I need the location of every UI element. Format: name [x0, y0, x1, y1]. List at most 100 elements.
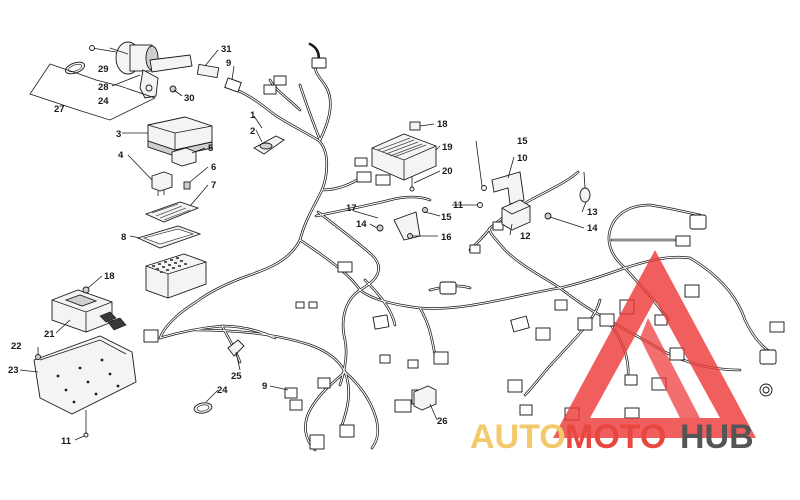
callout-1: 1: [250, 110, 256, 121]
callout-9-top: 9: [226, 58, 231, 69]
connector-plug: [311, 57, 327, 69]
callout-4: 4: [118, 150, 124, 161]
callout-29: 29: [98, 64, 109, 75]
callout-19: 19: [442, 142, 453, 153]
callout-6: 6: [211, 162, 216, 173]
wire-clip: [227, 339, 245, 357]
connector-plug: [379, 354, 391, 364]
callout-21: 21: [44, 329, 55, 340]
connector-plug: [769, 321, 785, 333]
fuse-box-base: [145, 253, 207, 299]
watermark-auto: AUTO: [470, 418, 566, 456]
connector-plug: [308, 301, 318, 309]
callout-30: 30: [184, 93, 195, 104]
connector-plug: [507, 379, 523, 393]
connector-plug: [577, 317, 593, 331]
connector-plug: [337, 261, 353, 273]
callout-labels: 31 9 29 28 24 30 27 1 2 3 5 4 6 7 8 18 2…: [8, 44, 598, 447]
screw: [477, 202, 483, 208]
connector-plug: [554, 299, 568, 311]
connector-block: [413, 385, 437, 411]
clamp-ring-top: [64, 61, 86, 75]
callout-26: 26: [437, 416, 448, 427]
temp-sensor: [579, 171, 591, 203]
nut: [35, 354, 41, 360]
callout-18-left: 18: [104, 271, 115, 282]
connector-plug: [675, 235, 691, 247]
connector-plug: [535, 327, 551, 341]
connector-plug: [759, 349, 777, 365]
callout-12: 12: [520, 231, 531, 242]
callout-14-right: 14: [587, 223, 598, 234]
callout-8: 8: [121, 232, 126, 243]
watermark-logo: [553, 250, 756, 438]
connector-socket: [762, 386, 770, 394]
relay: [171, 147, 197, 167]
connector-plug: [309, 434, 325, 450]
voltage-regulator: [371, 133, 437, 181]
mounting-plate: [33, 335, 137, 415]
connector-plug: [492, 221, 504, 231]
callout-15-mid: 15: [441, 212, 452, 223]
callout-20: 20: [442, 166, 453, 177]
callout-9-bottom: 9: [262, 381, 267, 392]
connector-plug: [439, 281, 457, 295]
bolt-head: [83, 432, 89, 438]
connector-plug: [263, 84, 277, 95]
connector-plug: [224, 77, 242, 93]
connector-plug: [394, 399, 412, 413]
callout-11-mid: 11: [453, 200, 464, 211]
callout-31: 31: [221, 44, 232, 55]
connector-plug: [284, 387, 298, 399]
watermark-text: AUTO MOTO HUB: [470, 418, 754, 456]
mounting-hardware: [376, 207, 552, 241]
callout-16: 16: [441, 232, 452, 243]
connector-plug: [689, 214, 707, 230]
grommet-hole: [259, 142, 273, 150]
callout-25: 25: [231, 371, 242, 382]
connector-plug: [317, 377, 331, 389]
connector-plug: [289, 399, 303, 411]
callout-14-mid: 14: [356, 219, 367, 230]
fuse-box-cover: [147, 116, 213, 157]
connector-plug: [356, 171, 372, 183]
fuse-panel: [144, 201, 200, 223]
components: [29, 41, 591, 438]
watermark-moto: MOTO: [565, 418, 666, 456]
callout-23: 23: [8, 365, 19, 376]
callout-15-top: 15: [517, 136, 528, 147]
watermark-triangle: [553, 250, 756, 438]
callout-28: 28: [98, 82, 109, 93]
ecu-module: [51, 289, 127, 333]
connector-plug: [684, 284, 700, 298]
connector-plug: [519, 404, 533, 416]
callout-24-bottom: 24: [217, 385, 228, 396]
harness-connectors: [143, 57, 785, 450]
connector-plug: [433, 351, 449, 365]
screw: [481, 185, 487, 191]
callout-17: 17: [346, 203, 357, 214]
connector-plug: [143, 329, 159, 343]
bolt-head: [409, 186, 415, 192]
callout-24-top: 24: [98, 96, 109, 107]
connector-plug: [295, 301, 305, 309]
callout-22: 22: [11, 341, 22, 352]
connector-plug: [372, 314, 390, 330]
connector-plug: [375, 174, 391, 186]
callout-7: 7: [211, 180, 216, 191]
connector-plug: [407, 359, 419, 369]
connector-plug: [669, 347, 685, 361]
callout-27: 27: [54, 104, 65, 115]
clamp-ring-bottom: [193, 402, 213, 414]
fuse: [183, 181, 191, 190]
connector-plug: [599, 313, 615, 327]
leader-lines: [19, 47, 587, 441]
connector-plug: [354, 157, 368, 167]
connector-plug: [339, 424, 355, 438]
connector-plug: [469, 244, 481, 254]
connector-plug: [273, 75, 287, 86]
callout-11-left: 11: [61, 436, 72, 447]
screw: [82, 286, 90, 294]
watermark-hub: HUB: [680, 418, 754, 456]
